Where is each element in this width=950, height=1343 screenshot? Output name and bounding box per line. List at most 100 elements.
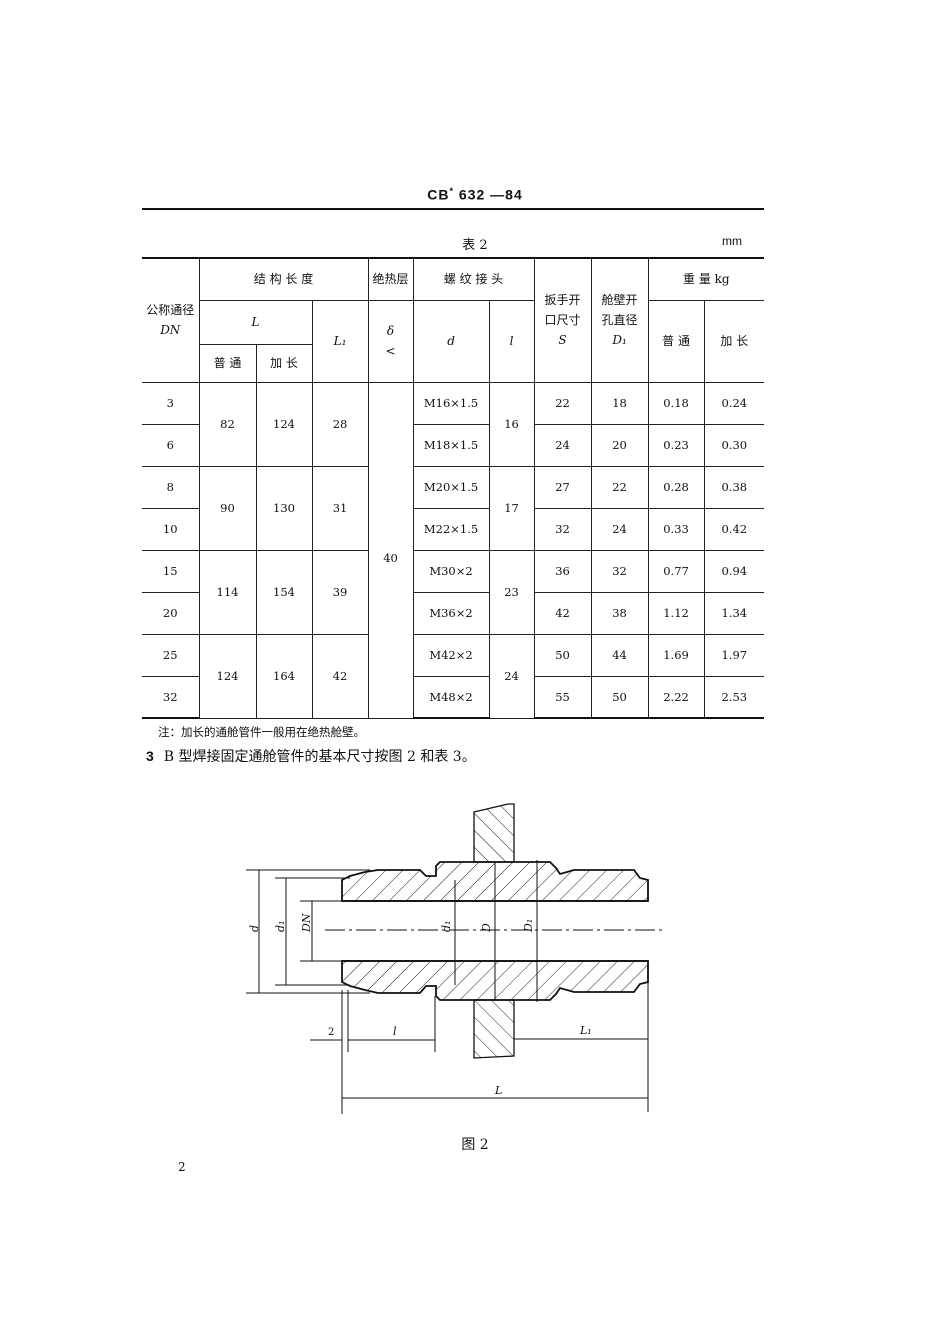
header-structure-length: 结 构 长 度: [198, 257, 369, 301]
cell-l: 16: [488, 381, 535, 467]
cell-weight-normal: 0.18: [647, 381, 705, 425]
cell-weight-extended: 0.24: [703, 381, 765, 425]
cell-S: 24: [533, 423, 592, 467]
table-unit: mm: [722, 234, 742, 248]
cell-D1: 20: [590, 423, 649, 467]
header-wrench-line2: 口尺寸: [544, 313, 581, 328]
cell-l: 23: [488, 549, 535, 635]
bulkhead-bottom: [473, 999, 515, 1059]
header-L-normal: 普 通: [198, 343, 257, 383]
label-L1: L₁: [579, 1024, 592, 1037]
cell-d: M48×2: [412, 675, 490, 719]
cell-L-normal: 82: [198, 381, 257, 467]
cell-S: 22: [533, 381, 592, 425]
header-hole-line1: 舱壁开: [601, 293, 638, 308]
label-D: D: [480, 923, 493, 933]
header-dn-symbol: DN: [160, 323, 181, 338]
cell-L-normal: 114: [198, 549, 257, 635]
header-weight: 重 量 kg: [647, 257, 765, 301]
cell-d: M16×1.5: [412, 381, 490, 425]
cell-d: M36×2: [412, 591, 490, 635]
cell-L1: 31: [311, 465, 369, 551]
table-row: 15 114 154 39 M30×2 23 36 32 0.77 0.94: [142, 549, 765, 635]
cell-d: M20×1.5: [412, 465, 490, 509]
cell-L1: 39: [311, 549, 369, 635]
cell-D1: 50: [590, 675, 649, 719]
header-delta-symbol: δ: [386, 324, 395, 338]
page-number: 2: [178, 1160, 186, 1174]
cell-D1: 22: [590, 465, 649, 509]
cell-weight-extended: 1.97: [703, 633, 765, 677]
cell-dn: 6: [142, 423, 200, 467]
cell-weight-normal: 1.69: [647, 633, 705, 677]
label-gap: 2: [328, 1027, 334, 1038]
cell-dn: 3: [142, 381, 200, 425]
cell-L-extended: 124: [255, 381, 313, 467]
header-L-extended: 加 长: [255, 343, 313, 383]
cell-S: 36: [533, 549, 592, 593]
cell-weight-extended: 0.38: [703, 465, 765, 509]
table-row: 3 82 124 28 40 M16×1.5 16 22 18 0.18 0.2…: [142, 381, 765, 719]
table-caption: 表 2: [462, 238, 488, 253]
cell-dn: 20: [142, 591, 200, 635]
table-row: 32 M48×2 55 50 2.22 2.53: [142, 675, 765, 719]
label-dn: DN: [300, 913, 313, 933]
cell-d: M22×1.5: [412, 507, 490, 551]
cell-L-extended: 130: [255, 465, 313, 551]
cell-L1: 28: [311, 381, 369, 467]
cell-dn: 10: [142, 507, 200, 551]
document-header: CB* 632 —84: [0, 186, 950, 203]
label-d1: d₁: [274, 921, 287, 932]
header-delta: δ <: [367, 299, 414, 383]
cell-D1: 44: [590, 633, 649, 677]
label-D1: D₁: [522, 919, 535, 933]
cell-S: 27: [533, 465, 592, 509]
cell-weight-extended: 2.53: [703, 675, 765, 719]
header-weight-extended: 加 长: [703, 299, 765, 383]
header-hole-line2: 孔直径: [601, 313, 638, 328]
cell-L-extended: 164: [255, 633, 313, 719]
cell-S: 42: [533, 591, 592, 635]
cell-d: M30×2: [412, 549, 490, 593]
spec-table: 公称通径 DN 结 构 长 度 绝热层 螺 纹 接 头 扳手开 口尺寸 S 舱壁…: [142, 257, 765, 719]
label-L: L: [494, 1084, 502, 1097]
table-row: 10 M22×1.5 32 24 0.33 0.42: [142, 507, 765, 551]
header-wrench: 扳手开 口尺寸 S: [533, 257, 592, 383]
standard-number: 632 —84: [458, 186, 523, 203]
header-hole: 舱壁开 孔直径 D₁: [590, 257, 649, 383]
figure-caption: 图 2: [461, 1137, 489, 1153]
header-hole-symbol: D₁: [612, 333, 627, 348]
section-text: B 型焊接固定通舱管件的基本尺寸按图 2 和表 3。: [163, 749, 476, 765]
cell-d: M42×2: [412, 633, 490, 677]
header-insulation: 绝热层: [367, 257, 414, 301]
header-wrench-line1: 扳手开: [544, 293, 581, 308]
cell-L-extended: 154: [255, 549, 313, 635]
header-wrench-symbol: S: [558, 333, 567, 348]
cell-weight-normal: 0.23: [647, 423, 705, 467]
header-weight-normal: 普 通: [647, 299, 705, 383]
cell-dn: 25: [142, 633, 200, 677]
cell-L1: 42: [311, 633, 369, 719]
table-row: 20 M36×2 42 38 1.12 1.34: [142, 591, 765, 635]
label-d: d: [248, 925, 261, 932]
cell-weight-extended: 0.94: [703, 549, 765, 593]
header-d: d: [412, 299, 490, 383]
cell-l: 24: [488, 633, 535, 719]
header-L1: L₁: [311, 299, 369, 383]
cell-d: M18×1.5: [412, 423, 490, 467]
cell-weight-extended: 0.42: [703, 507, 765, 551]
table-row: 25 124 164 42 M42×2 24 50 44 1.69 1.97: [142, 633, 765, 719]
header-L: L: [198, 299, 313, 345]
label-d1-inner: d₁: [440, 921, 453, 932]
label-l: l: [393, 1025, 397, 1038]
header-thread: 螺 纹 接 头: [412, 257, 535, 301]
cell-S: 55: [533, 675, 592, 719]
cell-S: 32: [533, 507, 592, 551]
header-delta-compare: <: [385, 344, 396, 358]
table-note: 注：加长的通舱管件一般用在绝热舱壁。: [158, 725, 365, 739]
cell-dn: 32: [142, 675, 200, 719]
cell-S: 50: [533, 633, 592, 677]
cell-D1: 24: [590, 507, 649, 551]
cell-weight-extended: 0.30: [703, 423, 765, 467]
